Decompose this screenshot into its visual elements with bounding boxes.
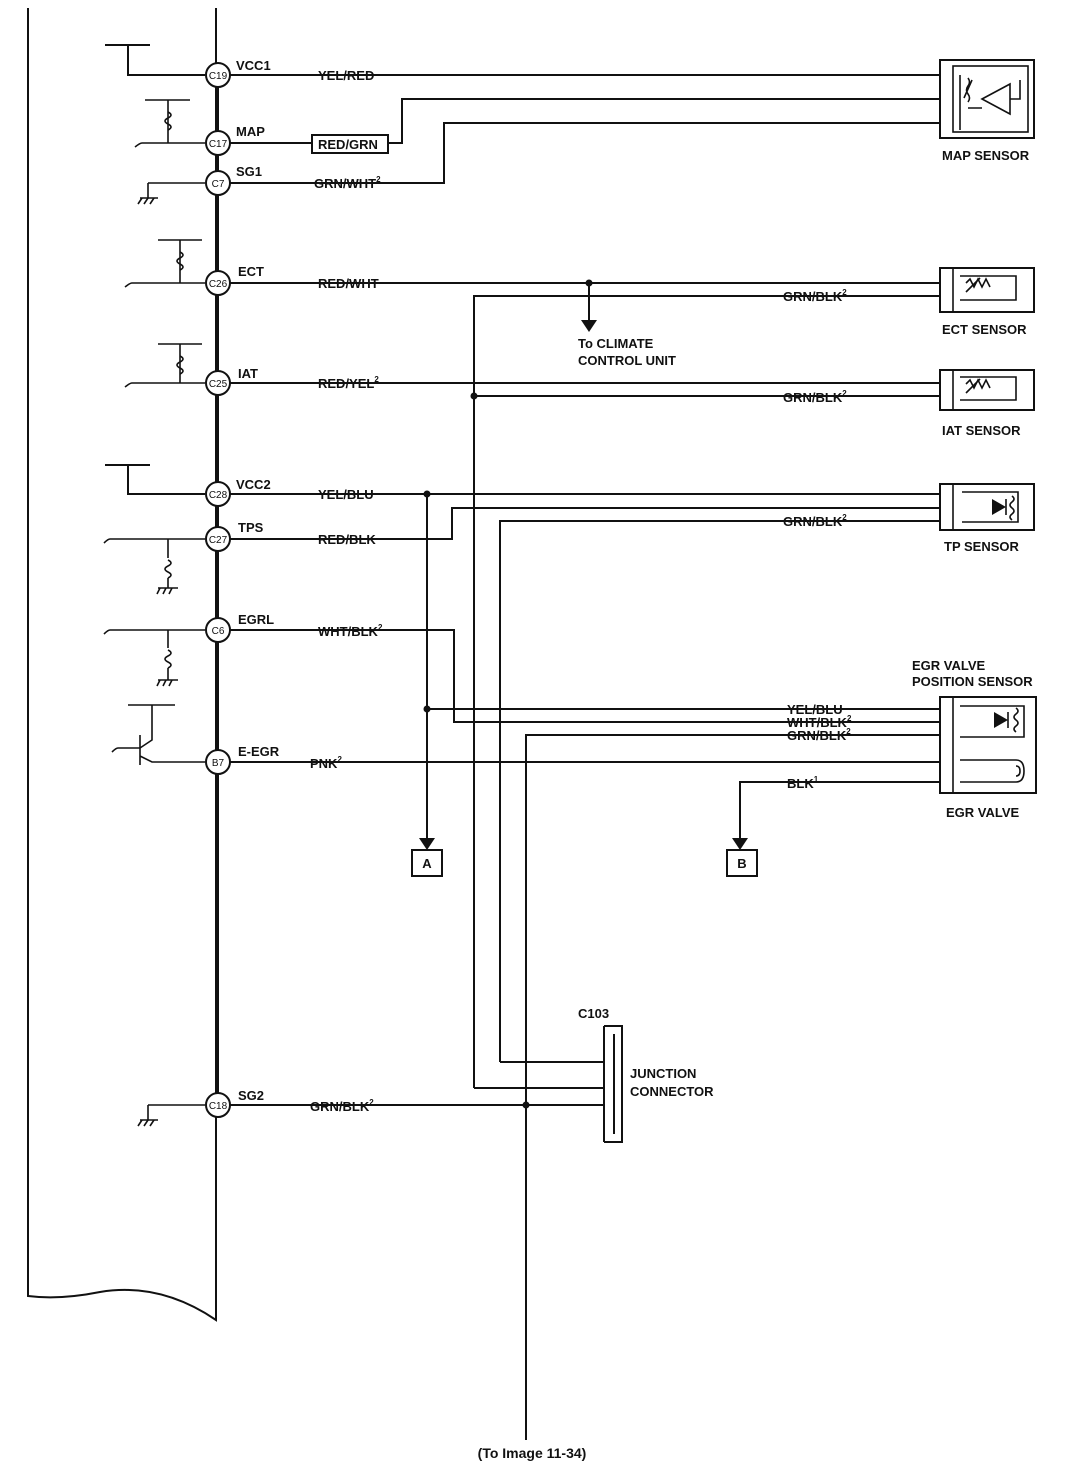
egr-valve-label: EGR VALVE <box>946 805 1020 820</box>
wire-color-label: GRN/WHT2 <box>314 175 381 191</box>
pin-id: C26 <box>209 279 228 290</box>
tp-ground-wire-label: GRN/BLK2 <box>783 513 847 529</box>
signal-label: TPS <box>238 520 264 535</box>
ect-circuit: C26 ECT RED/WHT GRN/BLK2 To CLIMATE CONT… <box>124 239 940 1088</box>
iat-circuit: C25 IAT RED/YEL2 GRN/BLK2 <box>124 343 940 405</box>
pin-id: B7 <box>212 758 225 769</box>
junction-connector-id: C103 <box>578 1006 609 1021</box>
e-egr-circuit: B7 E-EGR PNK2 BLK1 <box>111 704 940 850</box>
vcc1-circuit: C19 VCC1 YEL/RED <box>105 44 940 88</box>
continuation-note: (To Image 11-34) <box>478 1445 587 1461</box>
egr-position-sensor-label-line1: EGR VALVE <box>912 658 986 673</box>
sg2-circuit: C18 SG2 GRN/BLK2 <box>137 1061 604 1440</box>
sg1-circuit: C7 SG1 GRN/WHT2 <box>137 122 940 205</box>
wire-color-label: YEL/BLU <box>318 487 374 502</box>
pin-id: C7 <box>212 179 225 190</box>
wire-color-label: GRN/BLK2 <box>310 1098 374 1114</box>
climate-note-line2: CONTROL UNIT <box>578 353 676 368</box>
pin-id: C18 <box>209 1101 228 1112</box>
pin-connector-c18 <box>205 1092 231 1118</box>
wire-color-label: RED/YEL2 <box>318 375 379 391</box>
wire-color-label: WHT/BLK2 <box>318 623 383 639</box>
signal-label: SG1 <box>236 164 262 179</box>
pin-connector-c28 <box>205 481 231 507</box>
iat-sensor: IAT SENSOR <box>939 369 1035 438</box>
signal-label: E-EGR <box>238 744 280 759</box>
egr-wht-blk-wire-label: WHT/BLK2 <box>787 714 852 730</box>
vcc2-circuit: C28 VCC2 YEL/BLU <box>105 464 940 850</box>
signal-label: VCC1 <box>236 58 271 73</box>
ect-ground-wire-label: GRN/BLK2 <box>783 288 847 304</box>
connector-b: B <box>726 849 758 877</box>
signal-label: IAT <box>238 366 258 381</box>
egrl-circuit: C6 EGRL WHT/BLK2 YEL/BLU WHT/BLK2 GRN/BL… <box>103 612 940 1105</box>
signal-label: EGRL <box>238 612 274 627</box>
connector-a: A <box>411 849 443 877</box>
pin-id: C27 <box>209 535 228 546</box>
signal-label: MAP <box>236 124 265 139</box>
signal-label: VCC2 <box>236 477 271 492</box>
wire-color-label: YEL/RED <box>318 68 374 83</box>
egr-valve-position-sensor: EGR VALVE POSITION SENSOR EGR VALVE <box>912 658 1037 820</box>
map-sensor: MAP SENSOR <box>939 59 1035 163</box>
tp-sensor: TP SENSOR <box>939 483 1035 554</box>
iat-sensor-label: IAT SENSOR <box>942 423 1021 438</box>
wire-color-label: RED/BLK <box>318 532 376 547</box>
egr-valve-ground-wire-label: BLK1 <box>787 775 819 791</box>
map-sensor-label: MAP SENSOR <box>942 148 1030 163</box>
pin-id: C17 <box>209 139 228 150</box>
pin-connector-c6 <box>205 617 231 643</box>
egr-grn-blk-wire-label: GRN/BLK2 <box>787 727 851 743</box>
junction-connector-c103: C103 JUNCTION CONNECTOR <box>578 1006 714 1143</box>
iat-ground-wire-label: GRN/BLK2 <box>783 389 847 405</box>
wire-color-label: PNK2 <box>310 755 342 771</box>
pin-connector-c27 <box>205 526 231 552</box>
svg-text:A: A <box>422 856 432 871</box>
egr-yel-blu-wire-label: YEL/BLU <box>787 702 843 717</box>
ect-sensor: ECT SENSOR <box>939 267 1035 337</box>
egr-position-sensor-label-line2: POSITION SENSOR <box>912 674 1033 689</box>
pin-connector-c26 <box>205 270 231 296</box>
pin-id: C19 <box>209 71 228 82</box>
junction-connector-label-line1: JUNCTION <box>630 1066 696 1081</box>
svg-text:B: B <box>737 856 746 871</box>
pin-connector-b7 <box>205 749 231 775</box>
signal-label: ECT <box>238 264 264 279</box>
pin-id: C25 <box>209 379 228 390</box>
pin-id: C6 <box>212 626 225 637</box>
wire-color-label: RED/WHT <box>318 276 379 291</box>
ect-sensor-label: ECT SENSOR <box>942 322 1027 337</box>
junction-connector-label-line2: CONNECTOR <box>630 1084 714 1099</box>
map-circuit: C17 MAP RED/GRN <box>134 98 940 156</box>
pin-id: C28 <box>209 490 228 501</box>
tp-sensor-label: TP SENSOR <box>944 539 1020 554</box>
pin-connector-c25 <box>205 370 231 396</box>
wire-color-label: RED/GRN <box>318 137 378 152</box>
ecm-outline <box>27 8 217 1322</box>
tps-circuit: C27 TPS RED/BLK GRN/BLK2 <box>103 507 940 1062</box>
climate-note-line1: To CLIMATE <box>578 336 654 351</box>
signal-label: SG2 <box>238 1088 264 1103</box>
